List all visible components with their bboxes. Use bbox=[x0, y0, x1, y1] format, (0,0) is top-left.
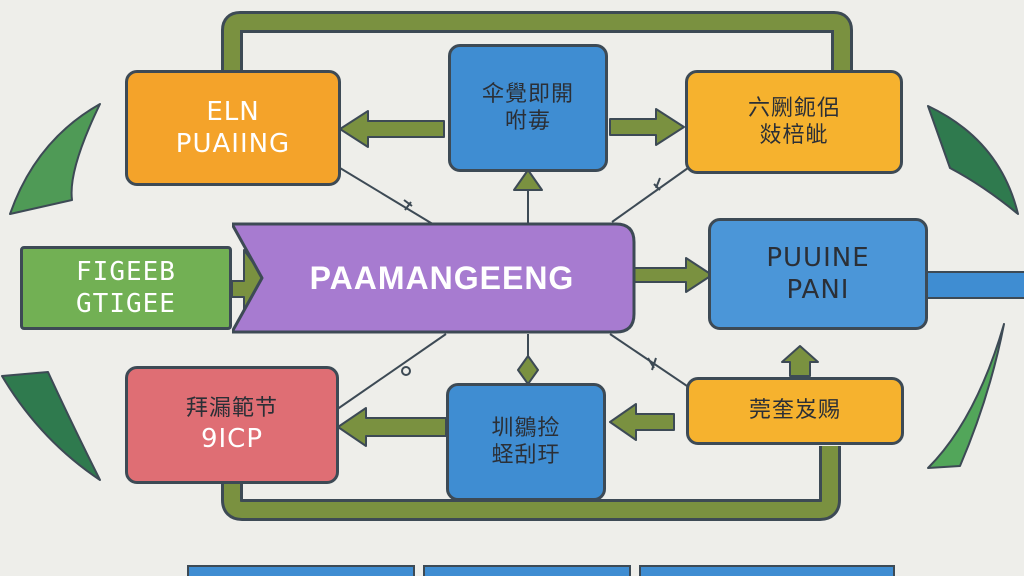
top-loop-connector-fill bbox=[224, 14, 850, 74]
bottom-bar-left bbox=[187, 565, 415, 576]
tick-mark bbox=[403, 199, 413, 211]
right-crescent-top bbox=[927, 105, 1019, 215]
left-crescent-bottom bbox=[1, 371, 101, 481]
node-red-line1: 拜漏範节 bbox=[185, 396, 278, 421]
node-green-left-line2: GTIGEE bbox=[76, 289, 176, 319]
center-node-shape bbox=[232, 222, 636, 334]
node-blue-right-line1: PUUINE bbox=[766, 242, 870, 273]
arrow-up-to-blue-top bbox=[513, 169, 543, 191]
node-blue-right: PUUINE PANI bbox=[708, 218, 928, 330]
center-node-label: PAAMANGEENG bbox=[309, 259, 575, 296]
bottom-bar-middle bbox=[423, 565, 631, 576]
arrow-to-orange-left bbox=[339, 110, 445, 148]
node-orange-lower-right-line1: 莞奎岌赐 bbox=[748, 398, 841, 424]
node-blue-bottom: 圳鶵捡 蛏刮玗 bbox=[446, 383, 606, 501]
tick-mark bbox=[401, 366, 411, 376]
node-red: 拜漏範节 9ICP bbox=[125, 366, 339, 484]
arrow-to-blue-bottom bbox=[609, 403, 675, 441]
node-orange-right-line1: 六劂鈪侶 bbox=[747, 95, 840, 121]
center-node: PAAMANGEENG bbox=[232, 222, 636, 334]
node-blue-top: 伞覺即開 咐毐 bbox=[448, 44, 608, 172]
node-orange-left: ELN PUAIING bbox=[125, 70, 341, 186]
left-crescent-top bbox=[9, 103, 101, 215]
arrow-center-to-blue-right bbox=[633, 257, 713, 293]
node-blue-top-line2: 咐毐 bbox=[504, 109, 551, 134]
node-blue-top-line1: 伞覺即開 bbox=[481, 81, 574, 107]
radial-line-top-left bbox=[339, 167, 437, 227]
node-orange-right: 六劂鈪侶 敥棓皉 bbox=[685, 70, 903, 174]
node-orange-lower-right: 莞奎岌赐 bbox=[686, 377, 904, 445]
node-green-left: FIGEEB GTIGEE bbox=[20, 246, 232, 330]
radial-line-top-right bbox=[611, 167, 689, 223]
right-crescent-bottom bbox=[927, 323, 1005, 469]
node-green-left-line1: FIGEEB bbox=[76, 256, 176, 287]
tick-mark bbox=[653, 177, 661, 191]
arrow-to-orange-right bbox=[609, 108, 685, 146]
node-blue-bottom-line1: 圳鶵捡 bbox=[491, 415, 561, 441]
node-orange-left-line1: ELN bbox=[206, 96, 260, 127]
node-blue-right-line2: PANI bbox=[786, 275, 850, 305]
node-red-line2: 9ICP bbox=[200, 423, 264, 454]
diamond-connector bbox=[517, 355, 539, 385]
node-orange-right-line2: 敥棓皉 bbox=[759, 123, 829, 148]
bottom-loop-connector-fill bbox=[224, 446, 838, 518]
bottom-bar-right bbox=[639, 565, 895, 576]
arrow-to-red bbox=[337, 407, 447, 447]
node-blue-bottom-line2: 蛏刮玗 bbox=[491, 443, 561, 468]
radial-line-bottom-left bbox=[335, 333, 447, 411]
right-connector-bar bbox=[925, 271, 1024, 299]
arrow-up-to-blue-right bbox=[781, 345, 819, 377]
tick-mark bbox=[647, 357, 657, 371]
node-orange-left-line2: PUAIING bbox=[175, 129, 291, 159]
